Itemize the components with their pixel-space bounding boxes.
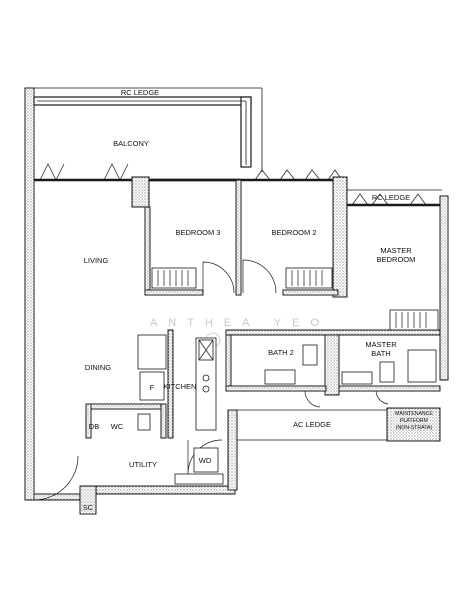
balcony-folding-door-right: [103, 163, 129, 181]
db-label: DB: [89, 422, 99, 431]
bedroom3-door: [202, 261, 235, 294]
bath2-toilet: [302, 344, 318, 366]
balcony-folding-door-left: [39, 163, 65, 181]
left-exterior-wall: [24, 87, 35, 501]
bedroom2-wardrobe: [285, 267, 333, 289]
maintenance-label-3: (NON-STRATA): [396, 425, 433, 431]
bath2-bottom-wall: [225, 385, 327, 392]
utility-sink: [174, 473, 224, 485]
watermark-text: ANTHEA YEO: [150, 317, 330, 329]
master-bath-label-2: BATH: [371, 349, 390, 358]
master-bath-bottom-wall: [338, 385, 441, 392]
balcony-label: BALCONY: [113, 139, 149, 148]
dining-label: DINING: [85, 363, 111, 372]
bedroom3-left-wall: [144, 206, 151, 296]
master-bedroom-label-2: BEDROOM: [377, 255, 416, 264]
washer-dryer: [193, 447, 219, 473]
bath2-vanity: [264, 369, 296, 385]
master-window-casements: [351, 193, 427, 206]
entrance-door: [33, 455, 79, 501]
bottom-wall-utility: [94, 485, 236, 495]
wc-block-left-wall: [85, 403, 92, 439]
utility-label: UTILITY: [129, 460, 157, 469]
bath-partition-wall: [324, 334, 340, 396]
bedroom3-label: BEDROOM 3: [175, 228, 220, 237]
hob-burner-1: [202, 374, 210, 382]
utility-right-wall: [227, 409, 238, 491]
master-bath-label-1: MASTER: [365, 340, 397, 349]
bedroom2-bottom-wall: [282, 289, 339, 296]
bottom-wall-left: [33, 493, 81, 501]
wc-label: WC: [111, 422, 124, 431]
bedroom-partition-wall: [235, 179, 242, 296]
maintenance-platform: [386, 407, 441, 442]
rc-ledge-top-label: RC LEDGE: [121, 88, 159, 97]
wc-block-right-wall: [160, 403, 167, 439]
kitchen-island-top: [137, 334, 167, 370]
kitchen-label: KITCHEN: [164, 382, 197, 391]
master-bedroom-left-column: [332, 176, 348, 298]
sc-label: SC: [83, 503, 94, 512]
fridge: [139, 371, 165, 401]
sink-cross-2: [198, 339, 214, 361]
maintenance-label-2: PLATFORM: [400, 418, 428, 424]
bedroom3-wardrobe-lines: [157, 270, 189, 286]
bedroom2-door: [242, 259, 277, 294]
wc-block-top-wall: [85, 403, 167, 410]
bath2-left-wall: [225, 334, 232, 391]
fridge-label: F: [150, 383, 155, 392]
living-label: LIVING: [84, 256, 109, 265]
master-wardrobe-lines: [395, 312, 427, 328]
bedroom3-bottom-wall: [144, 289, 204, 296]
master-bath-toilet: [379, 361, 395, 383]
kitchen-left-wall: [167, 329, 174, 439]
sc-wall: [79, 485, 97, 515]
rc-ledge-right-label: RC LEDGE: [372, 193, 410, 202]
bath2-label: BATH 2: [268, 348, 294, 357]
bedroom2-label: BEDROOM 2: [271, 228, 316, 237]
master-bath-vanity: [341, 371, 373, 385]
hob-burner-2: [202, 385, 210, 393]
master-right-wall: [439, 195, 449, 381]
wd-label: WD: [199, 456, 212, 465]
master-bedroom-label-1: MASTER: [380, 246, 412, 255]
bath2-top-wall: [225, 329, 441, 336]
maintenance-label-1: MAINTENANCE: [395, 411, 433, 417]
bedroom3-wardrobe: [151, 267, 197, 289]
kitchen-counter: [195, 337, 217, 431]
master-bath-shower: [407, 349, 437, 383]
bedroom2-wardrobe-lines: [291, 270, 323, 286]
wc-toilet: [137, 413, 151, 431]
ac-ledge-door: [304, 390, 389, 408]
bedroom2-window-casements: [254, 169, 343, 181]
bedroom3-column: [131, 176, 150, 208]
ac-ledge-label: AC LEDGE: [293, 420, 331, 429]
